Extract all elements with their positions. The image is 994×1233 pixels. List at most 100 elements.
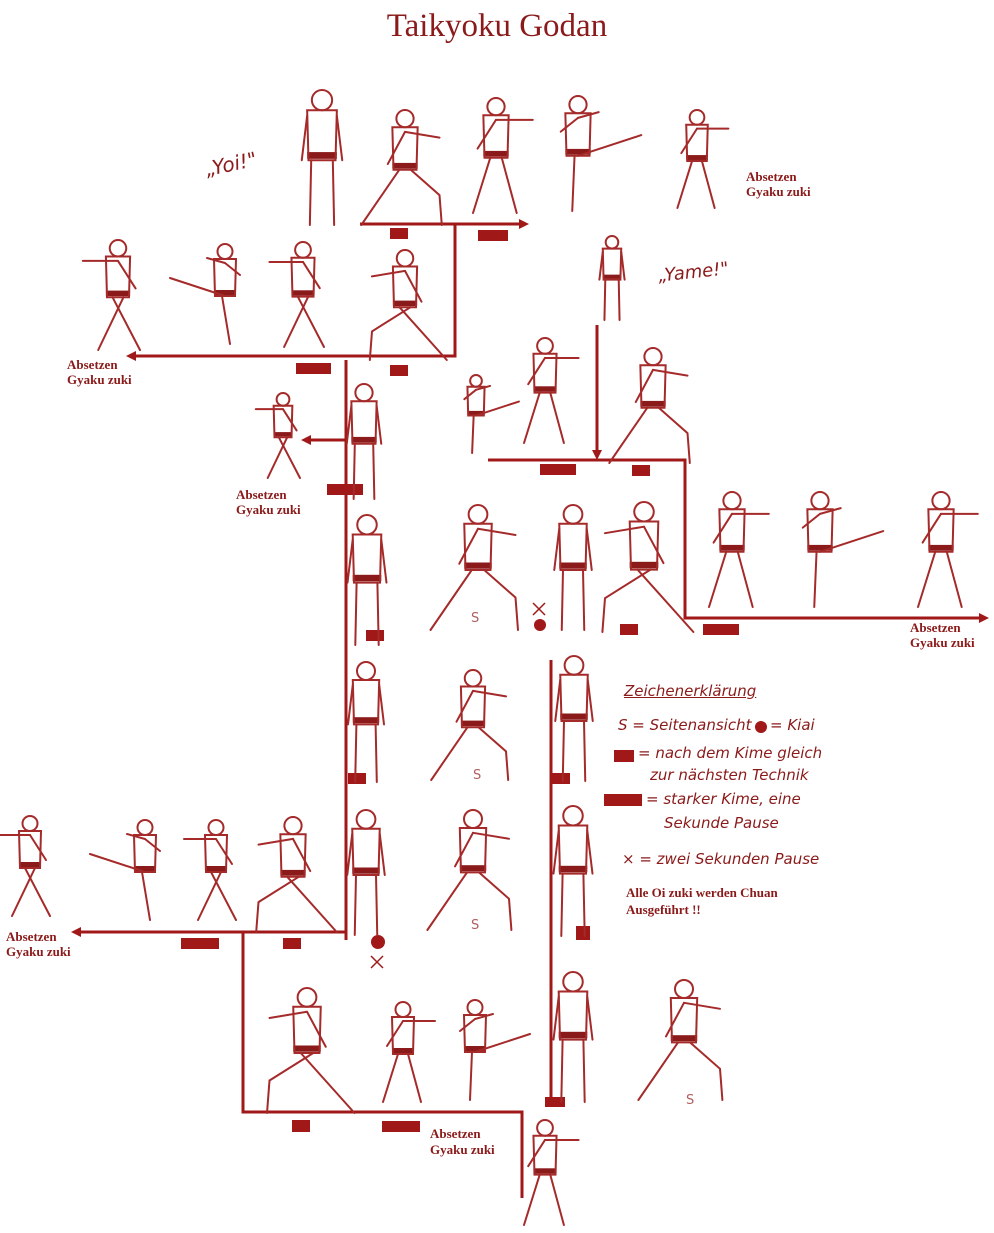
legend-long-kime-marker (604, 794, 642, 806)
legend: Zeichenerklärung S = Seitenansicht = Kia… (598, 682, 858, 922)
note-absetzen: Absetzen (910, 620, 961, 635)
side-view-mark: S (471, 918, 480, 933)
karateka-figure (523, 1119, 580, 1226)
kiai-markers (371, 619, 546, 949)
legend-short-kime-marker (614, 750, 634, 762)
kime-long-marker (703, 624, 739, 635)
note-gyaku-zuki: Gyaku zuki (6, 944, 71, 959)
note-absetzen: Absetzen (746, 169, 797, 184)
karateka-figure (552, 805, 594, 937)
karateka-figure (463, 374, 520, 454)
kime-short-marker (576, 926, 590, 940)
karateka-figure (598, 235, 626, 321)
kiai-dot (534, 619, 546, 631)
legend-note-line2: Ausgeführt !! (626, 902, 701, 917)
karateka-figure (183, 819, 237, 921)
karateka-figure (637, 979, 724, 1101)
kime-long-marker (382, 1121, 420, 1132)
arrow-right-row4 (979, 613, 989, 623)
legend-long-kime-line1: = starker Kime, eine (646, 790, 801, 808)
path-line-top-drop (130, 224, 457, 358)
legend-short-kime-line1: = nach dem Kime gleich (638, 744, 823, 762)
side-view-mark: S (686, 1093, 695, 1108)
kime-short-marker (390, 365, 408, 376)
kime-short-marker (552, 773, 570, 784)
kime-short-marker (283, 938, 301, 949)
kime-short-marker (632, 465, 650, 476)
legend-kiai-dot (755, 721, 767, 733)
arrow-right-top (519, 219, 529, 229)
legend-side-view: S = Seitenansicht (618, 716, 752, 734)
arrow-left-branch (301, 435, 311, 445)
note-gyaku-zuki: Gyaku zuki (430, 1142, 495, 1157)
karateka-figure (254, 392, 301, 479)
path-lines (75, 222, 985, 1198)
karateka-figure (559, 95, 643, 212)
karateka-figure (346, 809, 386, 936)
karateka-figure (268, 241, 325, 348)
path-line-bottom-left (241, 932, 524, 1198)
kime-long-marker (296, 363, 331, 374)
pause-cross (370, 955, 384, 969)
note-absetzen: Absetzen (6, 929, 57, 944)
karateka-figure (89, 819, 161, 921)
karateka-figure (553, 504, 593, 631)
karateka-figure (0, 815, 51, 917)
kime-short-marker (348, 773, 366, 784)
karateka-figure (917, 491, 979, 608)
arrow-heads (71, 219, 989, 937)
kime-long-marker (181, 938, 219, 949)
karateka-figure (346, 514, 388, 646)
kime-short-marker (366, 630, 384, 641)
karateka-figure (266, 987, 356, 1114)
karateka-figure (429, 504, 519, 631)
legend-kiai: = Kiai (770, 716, 815, 734)
kime-markers (181, 228, 739, 1132)
karateka-figure (347, 661, 385, 783)
legend-note-line1: Alle Oi zuki werden Chuan (626, 885, 778, 900)
karateka-figure (382, 1001, 436, 1103)
legend-heading: Zeichenerklärung (624, 682, 757, 700)
page-title: Taikyoku Godan (386, 8, 608, 44)
arrow-down-yame (592, 450, 602, 460)
arrow-left-lower (71, 927, 81, 937)
pause-cross (532, 602, 546, 616)
karateka-figures (0, 89, 979, 1226)
karateka-figure (608, 347, 691, 464)
note-gyaku-zuki: Gyaku zuki (746, 184, 811, 199)
karateka-figure (360, 109, 443, 226)
note-gyaku-zuki: Gyaku zuki (236, 502, 301, 517)
kime-long-marker (540, 464, 576, 475)
kime-short-marker (620, 624, 638, 635)
karateka-figure (552, 971, 594, 1103)
note-gyaku-zuki: Gyaku zuki (910, 635, 975, 650)
karateka-figure (801, 491, 885, 608)
side-view-mark: S (471, 611, 480, 626)
karateka-figure (300, 89, 344, 226)
path-line-yame-row (488, 458, 985, 620)
note-gyaku-zuki: Gyaku zuki (67, 372, 132, 387)
karateka-figure (601, 501, 695, 633)
karateka-figure (676, 109, 730, 209)
karateka-figure (426, 809, 513, 931)
note-absetzen: Absetzen (430, 1126, 481, 1141)
karateka-figure (345, 383, 383, 500)
karateka-figure (708, 491, 770, 608)
kiai-dot (371, 935, 385, 949)
karateka-figure (472, 97, 534, 214)
karateka-figure (169, 243, 241, 345)
karateka-figure (554, 655, 594, 782)
note-absetzen: Absetzen (67, 357, 118, 372)
legend-long-kime-line2: Sekunde Pause (664, 814, 779, 832)
kime-long-marker (327, 484, 363, 495)
karateka-figure (459, 999, 531, 1101)
kime-short-marker (292, 1120, 310, 1132)
legend-pause: × = zwei Sekunden Pause (622, 850, 820, 868)
karateka-figure (368, 249, 448, 361)
karateka-figure (255, 816, 338, 933)
karateka-figure (430, 669, 510, 781)
note-absetzen: Absetzen (236, 487, 287, 502)
pause-markers (370, 602, 546, 969)
